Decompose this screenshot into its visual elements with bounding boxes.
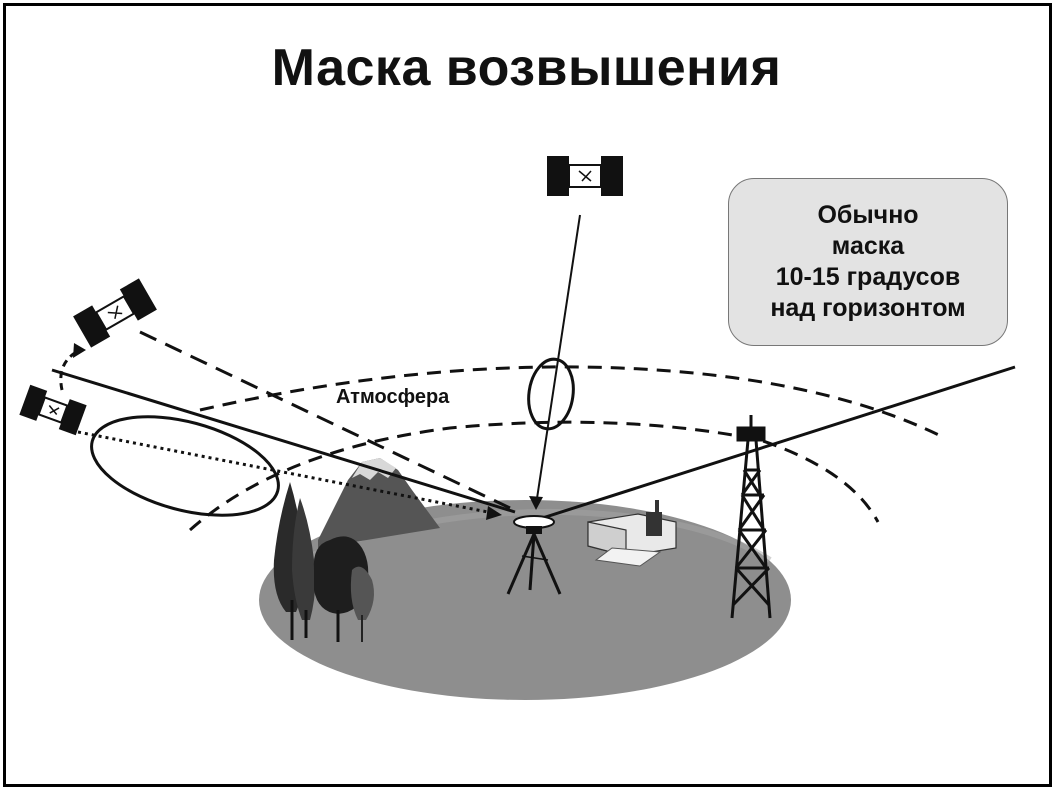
atmosphere-outer-arc [199, 365, 946, 440]
mask-line-left [51, 368, 516, 514]
signal-line-upper-left [139, 330, 511, 510]
note-line-2: маска [831, 232, 905, 260]
atmosphere-ellipse-left [90, 415, 280, 517]
note-line-1: Обычно [817, 201, 919, 229]
rising-arrow [59, 348, 81, 391]
satellite-low-left-icon [19, 384, 87, 436]
satellite-zenith-icon [547, 156, 623, 196]
radio-tower-icon [730, 415, 772, 619]
rising-arrowhead [73, 343, 86, 358]
note-line-4: над горизонтом [770, 294, 966, 322]
note-line-3: 10-15 градусов [775, 263, 961, 291]
signal-line-blocked [77, 430, 499, 516]
blocked-arrowhead [486, 506, 502, 520]
mask-line-right [529, 365, 1016, 524]
atmosphere-label: Атмосфера [336, 386, 450, 408]
atmosphere-inner-arc [189, 420, 880, 532]
zenith-arrowhead [529, 496, 543, 510]
note-box: Обычно маска 10-15 градусов над горизонт… [728, 178, 1008, 346]
building-icon [587, 500, 677, 567]
gnss-receiver-tripod-icon [506, 515, 562, 595]
page-title: Маска возвышения [271, 39, 782, 97]
atmosphere-ellipse-zenith [527, 357, 575, 431]
forest-icon [273, 482, 374, 642]
satellite-upper-left-icon [73, 278, 157, 348]
